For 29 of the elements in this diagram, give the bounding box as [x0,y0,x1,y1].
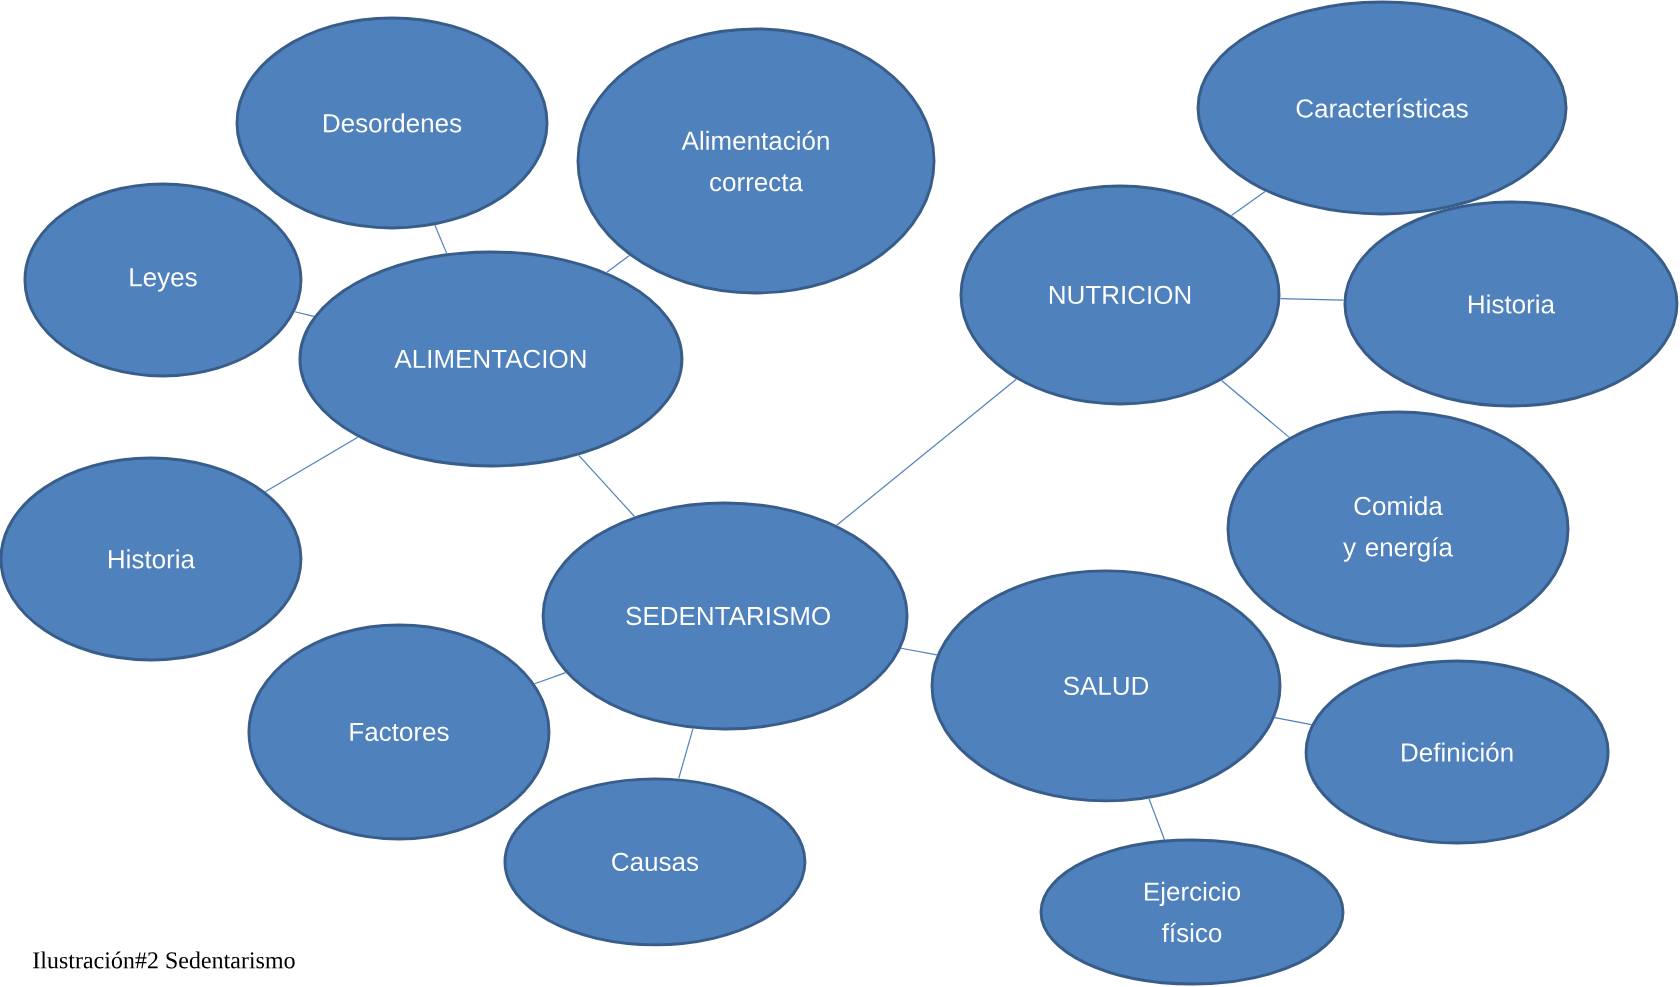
ellipse-node: NUTRICION [959,184,1281,406]
caption: Ilustración#2 Sedentarismo [33,951,295,969]
connector-line [606,254,630,273]
ellipse-node: ALIMENTACION [298,250,684,468]
connector-line [534,672,567,685]
ellipse-node: Ejercicio físico [1039,838,1345,986]
ellipse-node: Alimentación correcta [576,27,936,295]
connector-line [900,647,938,656]
connector-line [678,728,694,780]
connector-line [578,454,636,518]
ellipse-node: SEDENTARISMO [541,501,909,731]
ellipse-node: Leyes [23,182,303,378]
connector-line [836,378,1017,526]
connector-line [1274,717,1313,726]
connector-line [1279,298,1345,301]
ellipse-node: Desordenes [235,16,549,230]
connector-line [1221,379,1290,438]
connector-line [264,436,359,493]
ellipse-node: Definición [1304,659,1610,845]
ellipse-node: SALUD [930,569,1282,803]
connector-line [1148,798,1166,841]
ellipse-node: Historia [1343,200,1679,408]
ellipse-node: Características [1196,0,1568,216]
connector-line [294,311,315,317]
connector-line [1230,190,1266,217]
ellipse-node: Factores [247,623,551,841]
ellipse-node: Causas [503,777,807,947]
connector-line [434,224,448,254]
ellipse-node: Comida y energía [1226,410,1570,648]
